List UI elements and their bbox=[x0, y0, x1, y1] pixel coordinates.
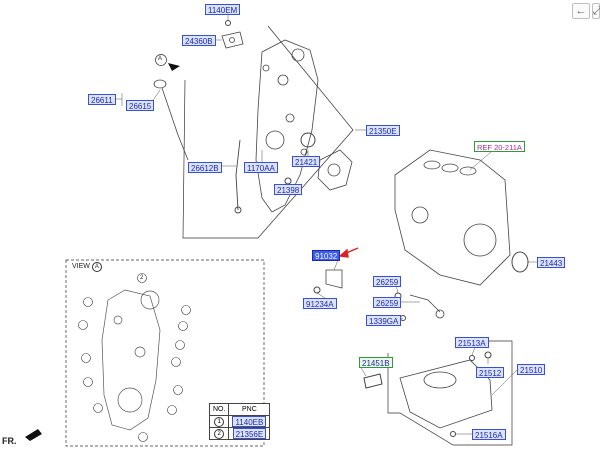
oil-seal-21421 bbox=[300, 132, 316, 148]
pnc-table: NO. PNC 1 1140EB 2 21356E bbox=[208, 403, 271, 440]
callout-26259-b[interactable]: 26259 bbox=[373, 297, 402, 308]
callout-1339ga[interactable]: 1339GA bbox=[366, 315, 402, 326]
table-row: 2 21356E bbox=[208, 427, 271, 440]
callout-1170aa[interactable]: 1170AA bbox=[244, 162, 278, 173]
pointer-arrow bbox=[338, 247, 359, 258]
gasket-21513a bbox=[469, 355, 475, 361]
callout-24360b[interactable]: 24360B bbox=[182, 35, 216, 46]
callout-26615[interactable]: 26615 bbox=[126, 100, 155, 111]
group-frame-oil-pan bbox=[387, 340, 513, 446]
view-a-arrow-letter: A bbox=[158, 56, 163, 62]
bracket-21451b-drawing bbox=[363, 373, 383, 389]
bracket-24360b-drawing bbox=[221, 31, 244, 49]
dipstick-tube-drawing bbox=[234, 139, 242, 214]
callout-21421[interactable]: 21421 bbox=[292, 156, 321, 167]
callout-21443[interactable]: 21443 bbox=[537, 257, 566, 268]
bracket-91032-drawing bbox=[325, 269, 343, 289]
oil-jet-drawing bbox=[409, 294, 445, 319]
callout-21512[interactable]: 21512 bbox=[476, 367, 505, 378]
callout-26611[interactable]: 26611 bbox=[88, 94, 116, 105]
front-arrow bbox=[25, 429, 42, 441]
rear-oil-seal-21443 bbox=[511, 251, 529, 273]
bolt-91234a bbox=[313, 286, 321, 294]
callout-21513a[interactable]: 21513A bbox=[455, 337, 489, 348]
reference-link[interactable]: REF 20-211A bbox=[474, 141, 525, 152]
group-frame-timing-cover bbox=[182, 25, 354, 239]
callout-1140em[interactable]: 1140EM bbox=[205, 4, 241, 15]
expand-button[interactable]: ⤢ bbox=[592, 3, 600, 19]
bolt-1140em bbox=[225, 20, 231, 26]
pnc-row-no: 1 bbox=[214, 416, 225, 427]
callout-21510[interactable]: 21510 bbox=[517, 364, 546, 375]
view-a-marker-2: 2 bbox=[140, 275, 144, 281]
callout-21451b[interactable]: 21451B bbox=[359, 357, 393, 368]
bolt-21516a bbox=[450, 431, 456, 437]
front-label: FR. bbox=[2, 436, 17, 446]
pnc-header-no: NO. bbox=[208, 403, 230, 416]
view-a-title-text: VIEW bbox=[72, 263, 90, 270]
pnc-table-header: NO. PNC bbox=[208, 403, 271, 416]
view-a-bolt-markers bbox=[78, 273, 191, 442]
pnc-header-pnc: PNC bbox=[228, 403, 271, 416]
callout-21350e[interactable]: 21350E bbox=[366, 125, 400, 136]
oil-pump-drawing bbox=[317, 149, 353, 191]
callout-21398[interactable]: 21398 bbox=[274, 184, 303, 195]
callout-26259-a[interactable]: 26259 bbox=[373, 276, 402, 287]
view-a-title-letter: A bbox=[91, 262, 102, 272]
view-a-frame bbox=[65, 259, 265, 447]
cylinder-block-drawing bbox=[394, 149, 511, 286]
view-a-arrow bbox=[155, 54, 180, 71]
view-a-drawing bbox=[101, 289, 161, 431]
pnc-row-no: 2 bbox=[214, 428, 225, 439]
callout-91032[interactable]: 91032 bbox=[312, 250, 341, 261]
pnc-row-pnc-link[interactable]: 21356E bbox=[232, 428, 267, 439]
view-a-title: VIEW A bbox=[72, 262, 102, 272]
drain-plug-21512 bbox=[484, 351, 492, 359]
callout-21516a[interactable]: 21516A bbox=[472, 429, 506, 440]
table-row: 1 1140EB bbox=[208, 415, 271, 428]
callout-91234a[interactable]: 91234A bbox=[303, 298, 337, 309]
back-button[interactable]: ← bbox=[572, 3, 590, 19]
callout-26612b[interactable]: 26612B bbox=[188, 162, 222, 173]
pnc-row-pnc-link[interactable]: 1140EB bbox=[232, 416, 267, 427]
dipstick-drawing bbox=[153, 79, 189, 161]
